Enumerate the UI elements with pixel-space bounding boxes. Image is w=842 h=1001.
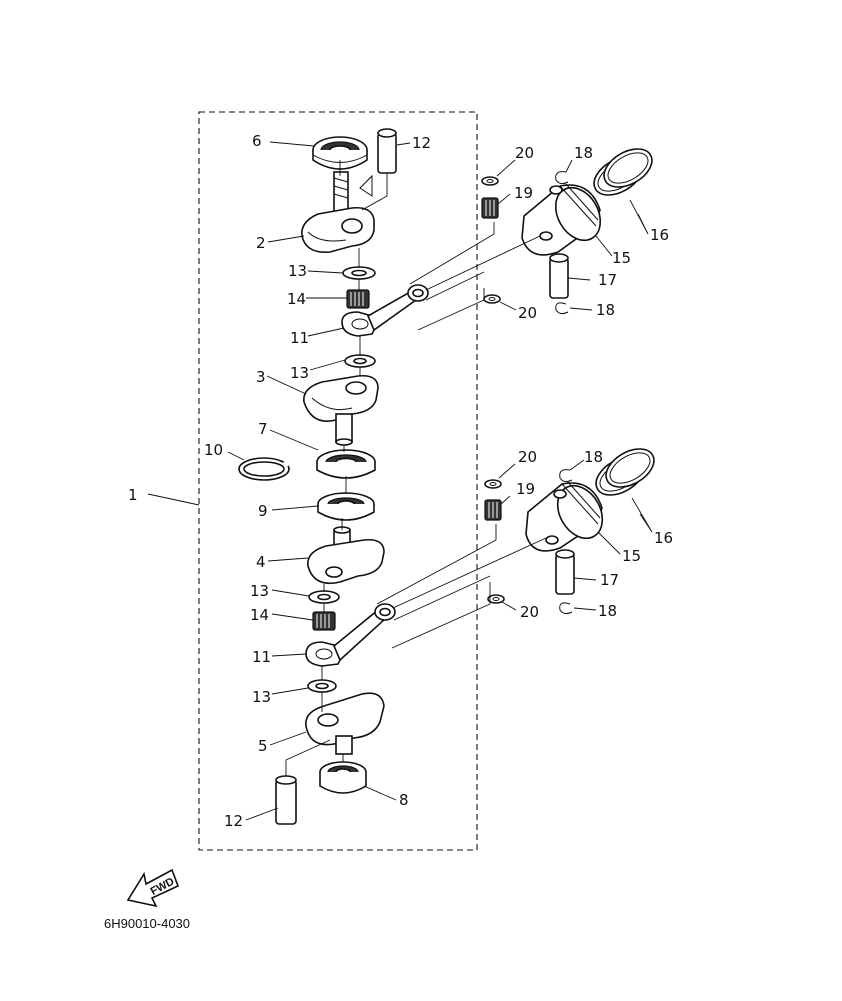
needle-bearing-upper <box>346 289 370 309</box>
callout-20-a: 20 <box>515 144 534 162</box>
dowel-pin-top <box>377 128 397 174</box>
callout-13-a: 13 <box>288 262 307 280</box>
callout-19-c: 19 <box>516 480 535 498</box>
alignment-lines <box>285 160 547 776</box>
callout-18-c: 18 <box>584 448 603 466</box>
piston-group-lower <box>484 448 655 615</box>
callout-15-b: 15 <box>622 547 641 565</box>
callout-14-a: 14 <box>287 290 306 308</box>
callout-2: 2 <box>256 234 266 252</box>
callout-11-b: 11 <box>252 648 271 666</box>
bearing-bottom <box>319 761 367 794</box>
callout-13-b: 13 <box>290 364 309 382</box>
connecting-rod-lower <box>305 603 396 667</box>
callout-19-a: 19 <box>514 184 533 202</box>
callout-13-d: 13 <box>252 688 271 706</box>
callout-3: 3 <box>256 368 266 386</box>
crank-web-upper <box>301 171 375 253</box>
crank-web-3 <box>303 374 379 446</box>
thrust-washer-4 <box>307 679 337 693</box>
callout-20-c: 20 <box>518 448 537 466</box>
callout-20-b: 20 <box>518 304 537 322</box>
callout-5: 5 <box>258 737 268 755</box>
circlip-ring <box>238 457 290 481</box>
callout-12-top: 12 <box>412 134 431 152</box>
labyrinth-seal <box>317 492 375 521</box>
callout-20-d: 20 <box>520 603 539 621</box>
callout-4: 4 <box>256 553 266 571</box>
dowel-pin-bottom <box>275 775 297 825</box>
callout-18-d: 18 <box>598 602 617 620</box>
bearing-top <box>312 136 368 170</box>
bearing-center <box>316 449 376 479</box>
callout-15-a: 15 <box>612 249 631 267</box>
callout-8: 8 <box>399 791 409 809</box>
thrust-washer-1 <box>342 266 376 280</box>
fwd-arrow-icon: FWD <box>126 868 180 908</box>
callout-1: 1 <box>128 486 138 504</box>
callout-17-b: 17 <box>600 571 619 589</box>
crank-web-5 <box>305 692 385 755</box>
callout-18-b: 18 <box>596 301 615 319</box>
callout-7: 7 <box>258 420 268 438</box>
assembly-boundary <box>198 111 478 851</box>
callout-13-c: 13 <box>250 582 269 600</box>
piston-group-upper <box>481 148 653 315</box>
callout-14-b: 14 <box>250 606 269 624</box>
callout-9: 9 <box>258 502 268 520</box>
connecting-rod-upper <box>341 284 429 337</box>
thrust-washer-2 <box>344 354 376 368</box>
callout-12-bottom: 12 <box>224 812 243 830</box>
callout-17-a: 17 <box>598 271 617 289</box>
callout-18-a: 18 <box>574 144 593 162</box>
callout-16-a: 16 <box>650 226 669 244</box>
drawing-code: 6H90010-4030 <box>104 916 190 931</box>
callout-6: 6 <box>252 132 262 150</box>
thrust-washer-3 <box>308 590 340 604</box>
callout-leaders <box>147 141 653 821</box>
crank-web-4 <box>307 526 385 585</box>
callout-11-a: 11 <box>290 329 309 347</box>
needle-bearing-lower <box>312 611 336 631</box>
callout-10: 10 <box>204 441 223 459</box>
callout-16-b: 16 <box>654 529 673 547</box>
fwd-label: FWD <box>149 876 177 898</box>
